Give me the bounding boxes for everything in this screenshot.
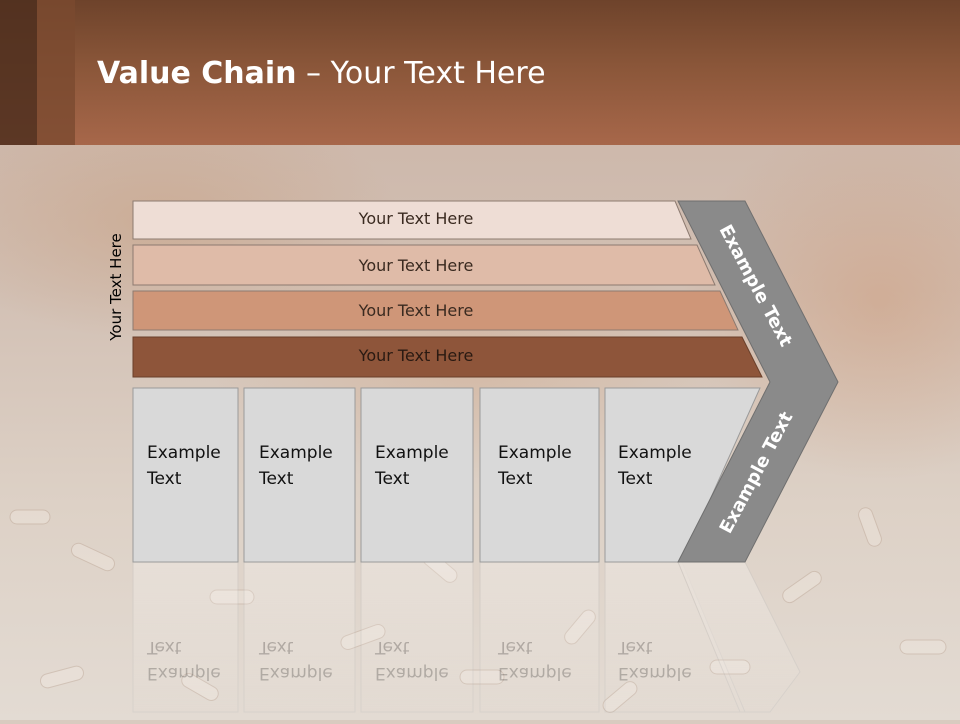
bar-3[interactable] [132, 290, 739, 331]
box-label-line2: Text [147, 469, 182, 489]
box-label-line1: Example [259, 443, 333, 463]
box-label-line2: Text [618, 469, 653, 489]
header-band: Value Chain – Your Text Here [0, 0, 960, 145]
bar-label-3: Your Text Here [358, 301, 474, 320]
box-1[interactable] [132, 387, 239, 563]
side-label[interactable]: Your Text Here [107, 233, 125, 341]
header-accent-bar [37, 0, 75, 145]
box-label-line1: Example [147, 443, 221, 463]
box-label-line1: Example [498, 443, 572, 463]
header-accent-bar [0, 0, 37, 145]
title-rest: – Your Text Here [296, 56, 546, 91]
bar-4[interactable] [132, 336, 763, 378]
box-label-line1: Example [618, 443, 692, 463]
box-4[interactable] [479, 387, 600, 563]
bar-label-2: Your Text Here [358, 256, 474, 275]
bar-label-1: Your Text Here [358, 209, 474, 228]
box-label-line2: Text [259, 469, 294, 489]
box-label-line1: Example [375, 443, 449, 463]
slide-title[interactable]: Value Chain – Your Text Here [97, 52, 546, 96]
bar-2[interactable] [132, 244, 716, 286]
box-2[interactable] [243, 387, 356, 563]
title-bold: Value Chain [97, 56, 297, 91]
bar-1[interactable] [132, 200, 692, 240]
bar-label-4: Your Text Here [358, 346, 474, 365]
box-label-line2: Text [375, 469, 410, 489]
box-label-line2: Text [498, 469, 533, 489]
